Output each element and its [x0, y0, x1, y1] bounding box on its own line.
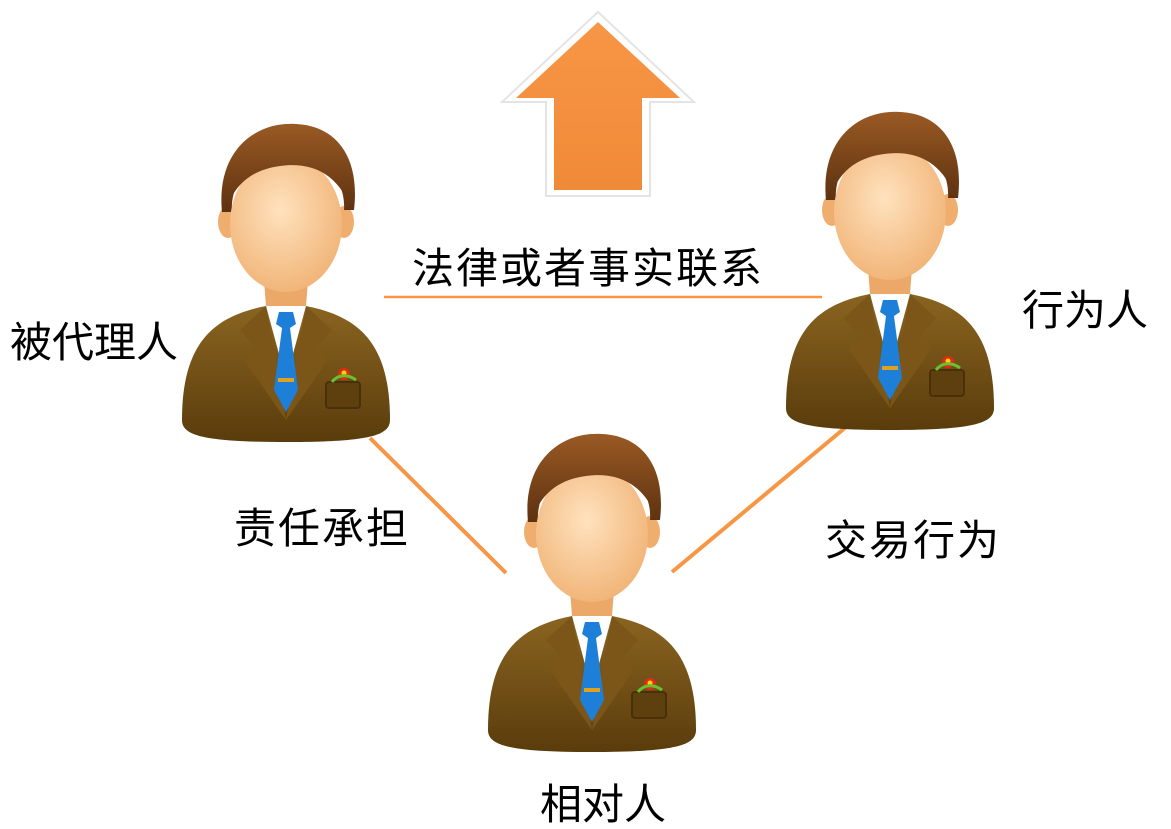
- person-counterparty-icon: [486, 432, 698, 754]
- role-label-principal: 被代理人: [10, 318, 179, 367]
- connector-left: [368, 436, 508, 575]
- relation-label-top: 法律或者事实联系: [412, 244, 765, 293]
- role-label-counterparty: 相对人: [540, 780, 667, 829]
- role-label-actor: 行为人: [1022, 286, 1149, 335]
- relation-label-right: 交易行为: [825, 516, 1002, 565]
- person-principal-icon: [180, 122, 392, 444]
- connector-right: [670, 420, 854, 574]
- person-actor-icon: [784, 110, 996, 432]
- relation-label-left: 责任承担: [234, 504, 411, 553]
